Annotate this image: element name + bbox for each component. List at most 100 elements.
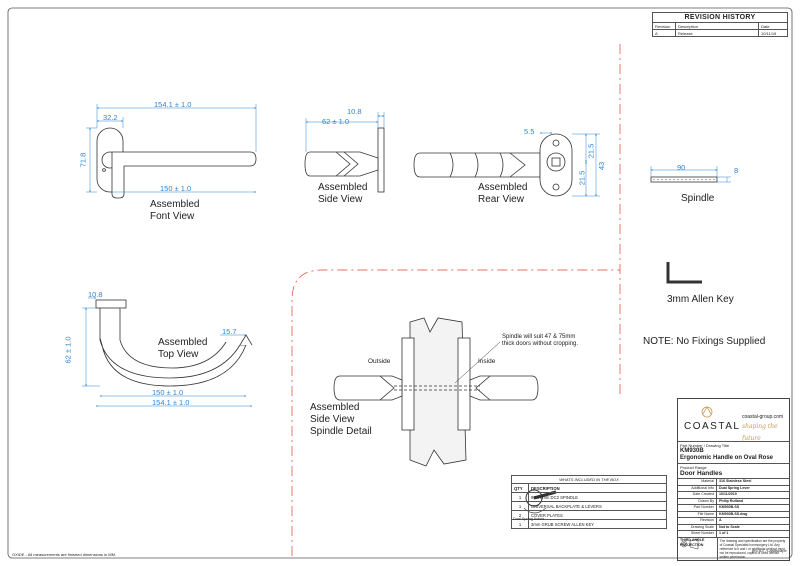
- in-box-table: WHATS INCLUDED IN THE BOX QTY DESCRIPTIO…: [511, 475, 667, 529]
- in-box-header: QTY: [511, 483, 529, 493]
- spindle-detail-drawing: [333, 317, 539, 467]
- revision-cell: A: [652, 29, 676, 37]
- field-value: 10/11/2019: [719, 492, 737, 496]
- allen-key-label: 3mm Allen Key: [667, 294, 734, 305]
- dim-top-depth: 62 ± 1.0: [63, 336, 73, 364]
- dim-top-inner: 150 ± 1.0: [152, 388, 184, 397]
- revision-header: Date: [758, 22, 788, 30]
- inside-label: Inside: [478, 358, 496, 365]
- spindle-note: Spindle will suit 47 & 75mm thick doors …: [502, 334, 579, 347]
- revision-cell: 10/11/19: [758, 29, 788, 37]
- range-label: Product Range: [680, 465, 707, 470]
- range-section: Product Range Door Handles: [678, 463, 789, 478]
- brand-tagline: shaping the future: [742, 423, 778, 442]
- field-key: Revision: [678, 518, 717, 524]
- brand-name: COASTAL: [684, 421, 741, 432]
- dual-spring-caption: Dual Spring Action: [513, 517, 545, 521]
- top-view-drawing: [95, 299, 253, 387]
- top-view-label: Assembled Top View: [158, 337, 208, 360]
- spindle-drawing: [650, 176, 718, 183]
- projection-label: THIRD ANGLE PROJECTION: [678, 537, 718, 560]
- field-value: Not to Scale: [719, 524, 740, 529]
- in-box-header: DESCRIPTION: [528, 483, 667, 493]
- in-box-desc: 90 x 8mm DC2 SPINDLE: [528, 492, 667, 502]
- in-box-title: WHATS INCLUDED IN THE BOX: [511, 475, 667, 484]
- dim-spindle-length: 90: [677, 163, 686, 172]
- field-key: Additional Info: [678, 485, 717, 491]
- dim-rear-c: 43: [597, 161, 607, 171]
- revision-header: Revision: [652, 22, 676, 30]
- sheet-size-label: pro A3 - Landscape: [752, 548, 787, 553]
- side-view-dimensions: [305, 112, 385, 152]
- spindle-label: Spindle: [681, 193, 715, 204]
- dim-top-rose: 10.8: [88, 290, 103, 299]
- range-value: Door Handles: [680, 470, 723, 477]
- in-box-desc: UNIVERSAL BACKPLATE & LEVERS: [528, 501, 667, 511]
- field-key: Drawing Scale: [678, 524, 717, 530]
- projection-row: THIRD ANGLE PROJECTION The drawing and s…: [678, 536, 789, 560]
- part-section: Part Number / Drawing Title KM930B Ergon…: [678, 441, 789, 463]
- dim-top-outer: 154.1 ± 1.0: [152, 398, 190, 407]
- field-value: 316 Stainless Steel: [719, 479, 752, 483]
- spindle-detail-label: Assembled Side View Spindle Detail: [310, 402, 372, 437]
- field-key: File Name: [678, 511, 717, 517]
- red-divider-detail: [291, 269, 620, 556]
- dim-front-inner: 150 ± 1.0: [160, 184, 192, 193]
- dim-spindle-square: 8: [734, 166, 739, 175]
- revision-header: Description: [675, 22, 759, 30]
- in-box-desc: COVER PLATES: [528, 510, 667, 520]
- footer-note: OXIDE - All measurements are finished di…: [12, 552, 117, 557]
- projection-symbol-icon: [680, 538, 699, 550]
- dim-front-offset: 32.2: [103, 113, 118, 122]
- coastal-logo-icon: [701, 406, 713, 418]
- dim-front-height: 71.8: [78, 152, 88, 168]
- no-fixings-note: NOTE: No Fixings Supplied: [643, 336, 766, 347]
- in-box-qty: 1: [511, 501, 529, 511]
- part-title: Ergonomic Handle on Oval Rose: [680, 455, 774, 461]
- side-view-label: Assembled Side View: [318, 182, 368, 205]
- rear-view-dimensions: [539, 132, 600, 197]
- spindle-leader-line: [454, 341, 501, 384]
- field-key: Material: [678, 479, 717, 485]
- brand-website: coastal-group.com: [742, 414, 784, 420]
- in-box-desc: 3mm GRUB SCREW ALLEN KEY: [528, 519, 667, 529]
- revision-title: REVISION HISTORY: [652, 12, 788, 23]
- outside-label: Outside: [368, 358, 391, 365]
- field-value: A: [719, 518, 722, 522]
- dim-side-rose: 10.8: [347, 107, 362, 116]
- top-view-dimensions: [82, 297, 253, 407]
- title-block: COASTAL coastal-group.com shaping the fu…: [677, 398, 790, 561]
- side-view-drawing: [304, 127, 385, 193]
- revision-cell: Release: [675, 29, 759, 37]
- part-label: Part Number / Drawing Title: [680, 443, 730, 448]
- sheet-border: [7, 7, 793, 559]
- field-key: Date Created: [678, 492, 717, 498]
- part-number: KM930B: [680, 448, 704, 454]
- revision-history-table: REVISION HISTORY Revision Description Da…: [652, 12, 788, 37]
- spindle-dimensions: [650, 166, 731, 183]
- front-view-dimensions: [86, 104, 257, 193]
- in-box-qty: 1: [511, 492, 529, 502]
- field-value: 1 of 1: [719, 531, 729, 535]
- dim-rear-b: 21.5: [586, 143, 596, 159]
- rear-view-drawing: [413, 133, 573, 197]
- field-key: Part Number: [678, 505, 717, 511]
- field-key: Drawn By: [678, 498, 717, 504]
- title-block-header: COASTAL coastal-group.com shaping the fu…: [678, 399, 789, 442]
- dim-rear-a: 5.5: [524, 127, 535, 136]
- disclaimer-text: The drawing and specification are the pr…: [719, 538, 786, 559]
- rear-view-label: Assembled Rear View: [478, 182, 528, 205]
- field-key: Sheet Number: [678, 531, 717, 537]
- field-value: Dual Spring Lever: [719, 485, 750, 490]
- dim-top-tip: 15.7: [222, 327, 237, 336]
- field-value: KM930B-SS.dwg: [719, 511, 748, 516]
- field-value: KM930B-SS: [719, 505, 740, 509]
- dim-front-width: 154.1 ± 1.0: [154, 100, 192, 109]
- front-view-label: Assembled Font View: [150, 199, 200, 222]
- allen-key-drawing: [666, 262, 702, 284]
- field-value: Philip Rutland: [719, 498, 744, 503]
- dim-side-depth: 62 ± 1.0: [322, 117, 350, 126]
- dim-rear-d: 21.5: [577, 170, 587, 186]
